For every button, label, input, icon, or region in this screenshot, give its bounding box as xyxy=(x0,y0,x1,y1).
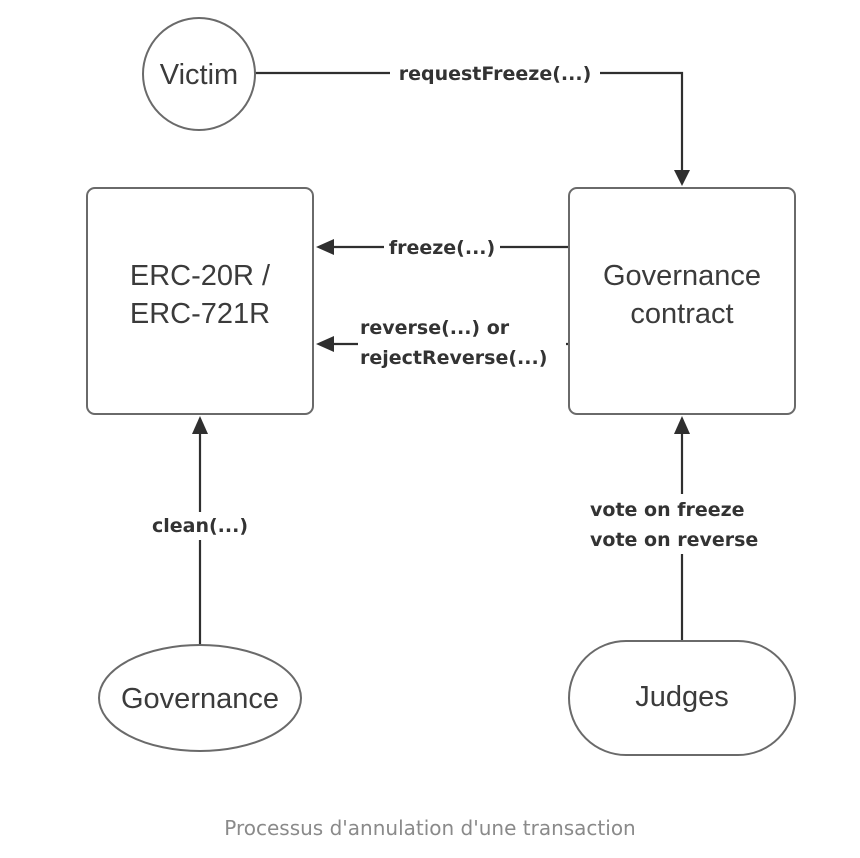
arrowhead xyxy=(316,239,334,255)
edge-label-reverse-line1: reverse(...) or xyxy=(360,317,510,339)
node-label-governance-contract-line2: contract xyxy=(630,298,733,330)
node-label-victim: Victim xyxy=(160,59,238,91)
edge-clean: clean(...) xyxy=(145,416,255,645)
node-victim: Victim xyxy=(142,17,256,131)
edge-label-vote-line2: vote on reverse xyxy=(590,529,758,551)
flow-diagram: requestFreeze(...) freeze(...) reverse(.… xyxy=(86,17,796,756)
edge-label-request-freeze: requestFreeze(...) xyxy=(399,63,592,85)
node-label-erc-line1: ERC-20R / xyxy=(130,260,271,292)
edge-request-freeze: requestFreeze(...) xyxy=(255,60,690,186)
node-label-governance-contract-line1: Governance xyxy=(603,260,761,292)
edge-vote: vote on freeze vote on reverse xyxy=(586,416,778,640)
arrowhead xyxy=(316,336,334,352)
node-label-erc-line2: ERC-721R xyxy=(130,298,270,330)
arrowhead xyxy=(192,416,208,434)
node-governance: Governance xyxy=(98,644,302,752)
edge-label-reverse-line2: rejectReverse(...) xyxy=(360,347,547,369)
node-label-governance: Governance xyxy=(121,683,279,715)
node-governance-contract: Governance contract xyxy=(568,187,796,415)
node-judges: Judges xyxy=(568,640,796,756)
edge-label-clean: clean(...) xyxy=(152,515,248,537)
arrowhead xyxy=(674,416,690,434)
edge-freeze: freeze(...) xyxy=(316,234,568,260)
edge-label-vote-line1: vote on freeze xyxy=(590,499,745,521)
node-erc-token: ERC-20R / ERC-721R xyxy=(86,187,314,415)
edge-reverse: reverse(...) or rejectReverse(...) xyxy=(316,314,568,372)
node-label-judges: Judges xyxy=(635,681,729,713)
arrowhead xyxy=(674,170,690,186)
figure-caption: Processus d'annulation d'une transaction xyxy=(224,816,636,840)
edge-label-freeze: freeze(...) xyxy=(389,237,495,259)
